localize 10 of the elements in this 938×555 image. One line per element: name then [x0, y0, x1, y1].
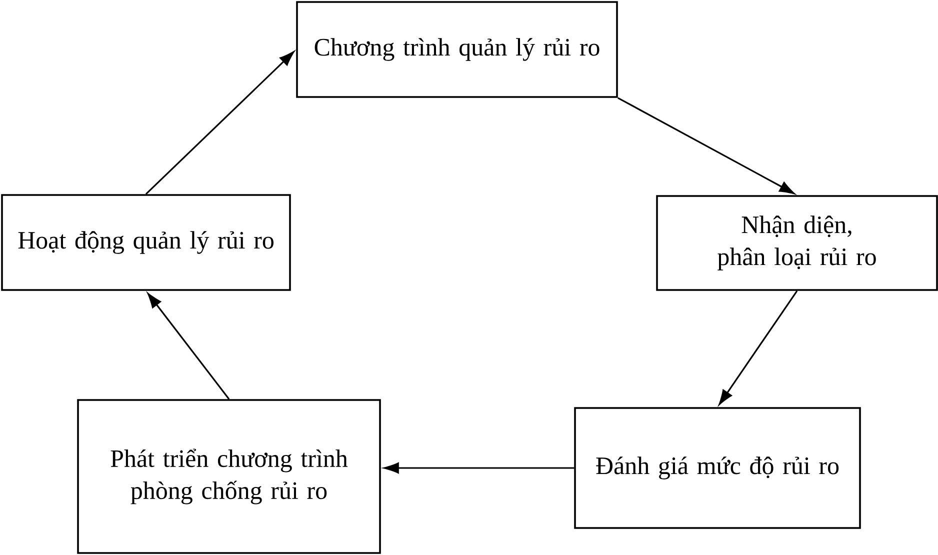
- process-box: Nhận diện, phân loại rủi ro: [656, 195, 938, 291]
- arrow: [718, 290, 798, 405]
- arrow: [384, 462, 574, 474]
- arrow: [618, 97, 795, 194]
- process-box: Hoạt động quản lý rủi ro: [1, 194, 291, 291]
- arrow: [145, 51, 294, 195]
- process-box: Đánh giá mức độ rủi ro: [574, 407, 861, 529]
- process-box: Chương trình quản lý rủi ro: [296, 1, 618, 98]
- arrow: [147, 293, 230, 400]
- process-box: Phát triển chương trình phòng chống rủi ro: [77, 399, 381, 554]
